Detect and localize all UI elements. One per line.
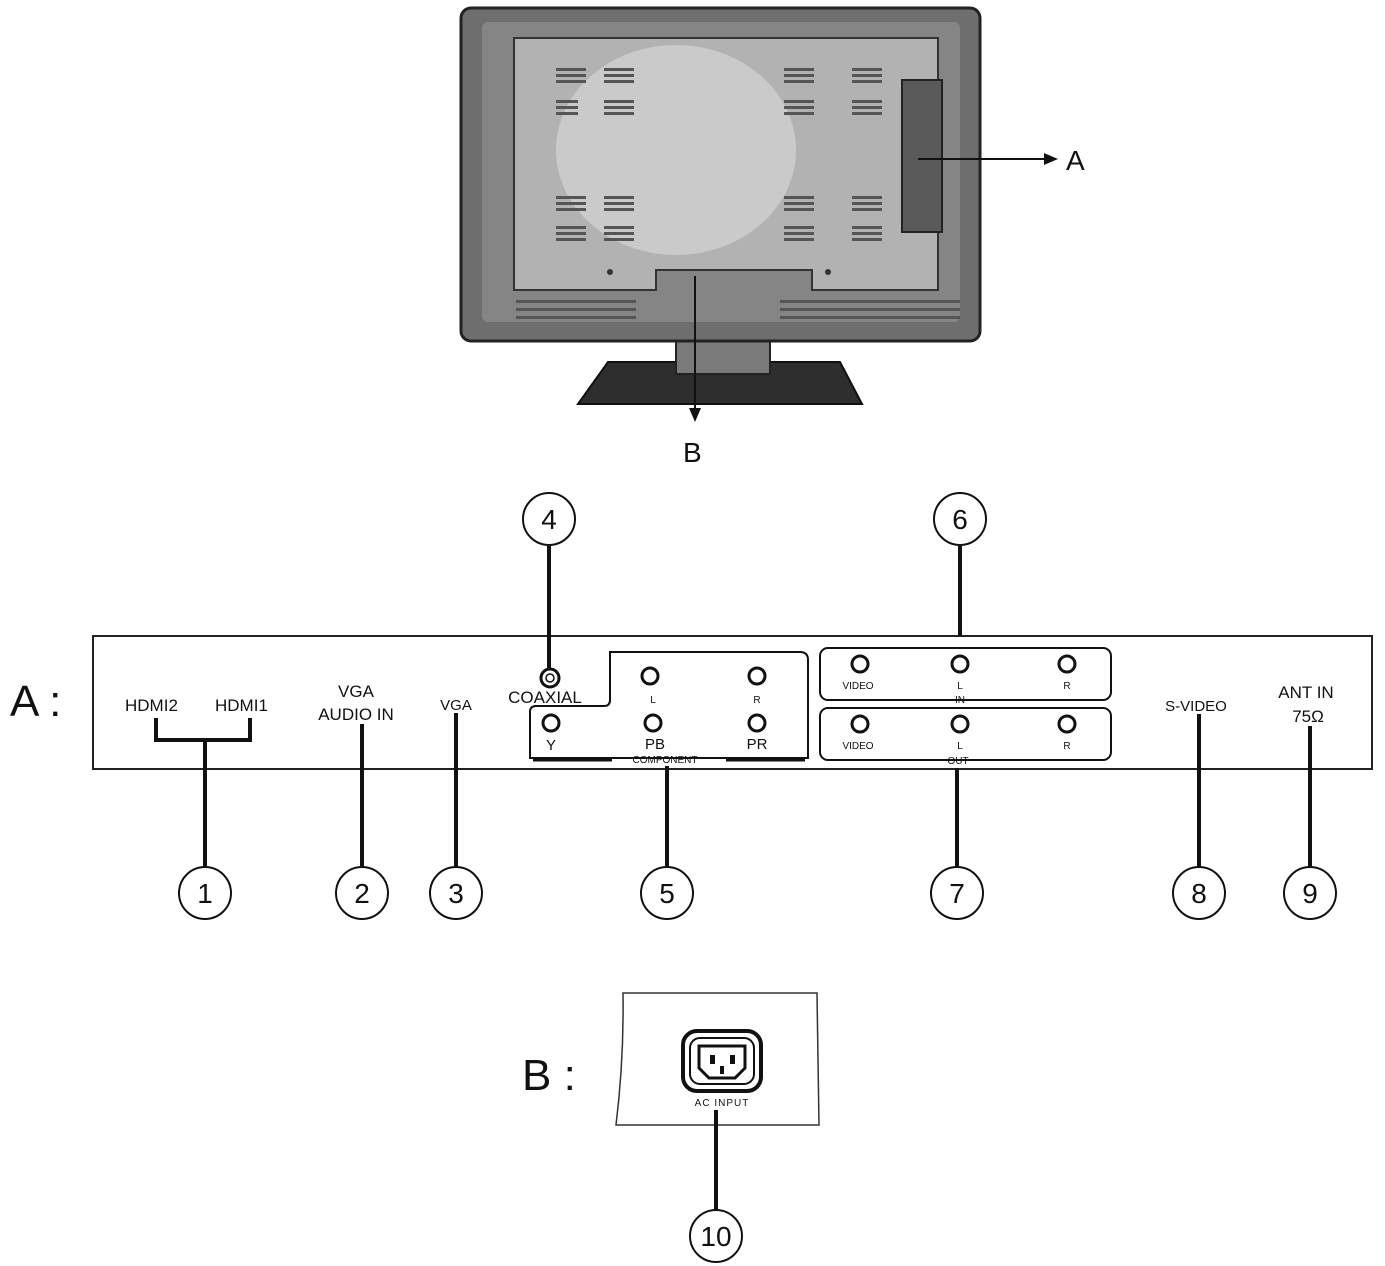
- vga-audio-label-line1: VGA: [338, 682, 375, 701]
- av-out-group-outline: [819, 707, 1112, 761]
- number-marker-3: 3: [429, 866, 483, 920]
- av-out-video-jack: [850, 714, 870, 734]
- av-out-label: OUT: [947, 756, 968, 767]
- tv-rear-view: [459, 6, 982, 405]
- panel-a-prefix: A :: [10, 677, 61, 726]
- number-marker-4: 4: [522, 492, 576, 546]
- ant-in-label-line2: 75Ω: [1292, 707, 1324, 726]
- svg-text:3: 3: [448, 878, 464, 909]
- hdmi1-label: HDMI1: [215, 696, 268, 715]
- number-marker-6: 6: [933, 492, 987, 546]
- av-out-l-label: L: [957, 741, 963, 752]
- number-marker-10: 10: [689, 1209, 743, 1263]
- av-in-video-label: VIDEO: [842, 681, 873, 692]
- hdmi2-label: HDMI2: [125, 696, 178, 715]
- component-l-jack: [640, 666, 660, 686]
- svg-text:7: 7: [949, 878, 965, 909]
- ac-input-label: AC INPUT: [695, 1098, 750, 1109]
- av-in-video-jack: [850, 654, 870, 674]
- svg-text:5: 5: [659, 878, 675, 909]
- component-pb-label: PB: [645, 736, 665, 753]
- svg-text:1: 1: [197, 878, 213, 909]
- av-in-l-label: L: [957, 681, 963, 692]
- number-marker-7: 7: [930, 866, 984, 920]
- component-group-outline: [529, 651, 809, 759]
- number-marker-5: 5: [640, 866, 694, 920]
- tv-vents: [516, 68, 960, 319]
- component-l-label: L: [650, 695, 656, 706]
- component-label: COMPONENT: [633, 755, 698, 766]
- component-y-label: Y: [546, 737, 556, 754]
- av-in-r-jack: [1057, 654, 1077, 674]
- component-pb-jack: [643, 713, 663, 733]
- panel-b-prefix: B :: [522, 1051, 576, 1100]
- ac-socket-face: [697, 1044, 747, 1080]
- callout-a-pointer: [918, 153, 1058, 165]
- component-r-label: R: [753, 695, 760, 706]
- tv-stand-base: [576, 361, 864, 405]
- vga-label: VGA: [440, 697, 472, 714]
- vga-audio-label-line2: AUDIO IN: [318, 705, 394, 724]
- av-in-l-jack: [950, 654, 970, 674]
- component-r-jack: [747, 666, 767, 686]
- ant-in-label-line1: ANT IN: [1278, 683, 1333, 702]
- svg-text:9: 9: [1302, 878, 1318, 909]
- svg-text:10: 10: [700, 1221, 731, 1252]
- tv-side-connector-panel: [901, 79, 943, 233]
- av-in-label: IN: [955, 695, 965, 706]
- hdmi-bracket: [154, 718, 252, 866]
- coaxial-label: COAXIAL: [508, 688, 582, 707]
- component-y-jack: [541, 713, 561, 733]
- callout-b-pointer: [689, 276, 701, 422]
- callout-a-label: A: [1066, 145, 1085, 176]
- component-pr-label: PR: [747, 736, 768, 753]
- number-marker-8: 8: [1172, 866, 1226, 920]
- svg-text:8: 8: [1191, 878, 1207, 909]
- callout-b-label: B: [683, 437, 702, 468]
- av-out-r-jack: [1057, 714, 1077, 734]
- av-in-r-label: R: [1063, 681, 1070, 692]
- number-marker-2: 2: [335, 866, 389, 920]
- svg-text:2: 2: [354, 878, 370, 909]
- av-out-video-label: VIDEO: [842, 741, 873, 752]
- number-marker-9: 9: [1283, 866, 1337, 920]
- av-in-group-outline: [819, 647, 1112, 701]
- svg-text:6: 6: [952, 504, 968, 535]
- component-pr-jack: [747, 713, 767, 733]
- av-out-r-label: R: [1063, 741, 1070, 752]
- number-marker-1: 1: [178, 866, 232, 920]
- svg-text:4: 4: [541, 504, 557, 535]
- av-out-l-jack: [950, 714, 970, 734]
- panel-a-outline: [92, 635, 1373, 770]
- s-video-label: S-VIDEO: [1165, 698, 1227, 715]
